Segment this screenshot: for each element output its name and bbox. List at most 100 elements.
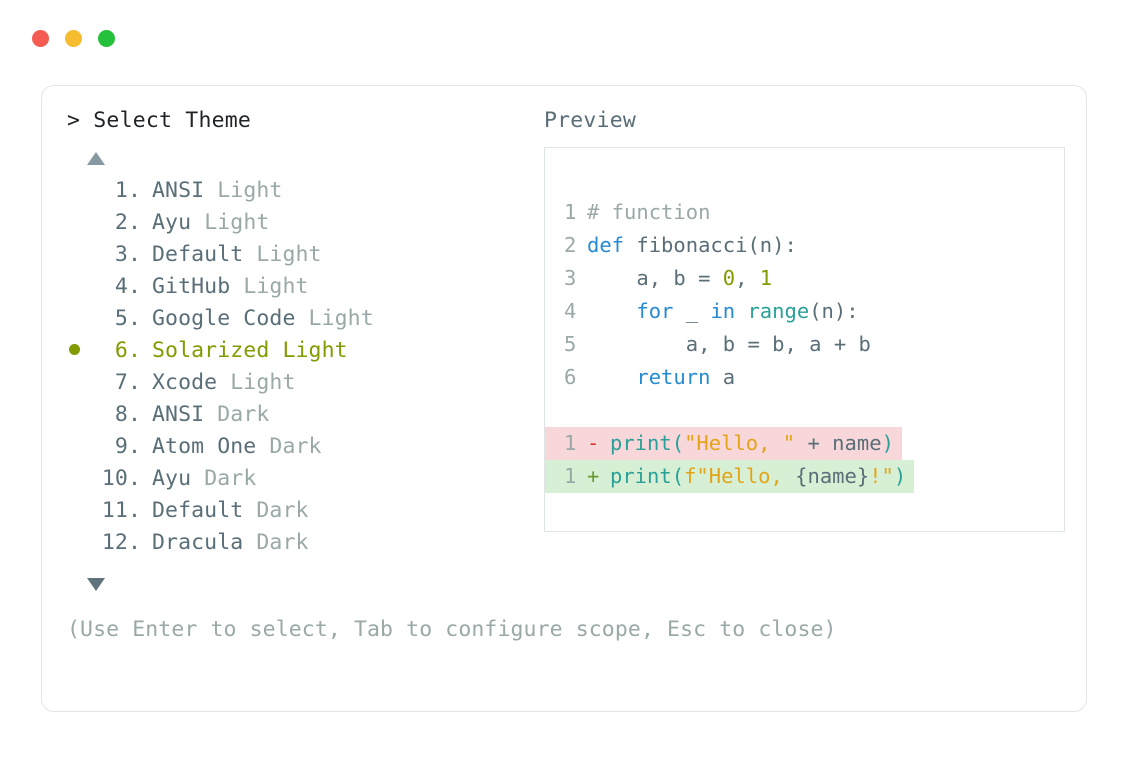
code-text: for _ in range(n): — [576, 295, 859, 328]
theme-item-number: 4. — [114, 273, 141, 299]
selected-bullet-icon — [69, 343, 80, 355]
close-button-icon[interactable] — [32, 30, 49, 47]
theme-item-variant: Dark — [269, 433, 322, 459]
theme-item-number: 7. — [114, 369, 141, 395]
code-line: 3 a, b = 0, 1 — [545, 262, 1064, 295]
theme-item-name: Default Dark — [152, 497, 309, 523]
code-token: + name — [795, 430, 882, 455]
theme-list-item[interactable]: 3. Default Light — [66, 242, 544, 274]
theme-item-name: Ayu Light — [152, 209, 270, 235]
code-token — [587, 365, 636, 389]
line-number: 1 — [564, 199, 577, 224]
code-token: 0 — [722, 265, 736, 290]
theme-item-variant: Light — [217, 177, 283, 203]
theme-item-name: Google Code Light — [152, 305, 374, 331]
code-line: 6 return a — [545, 361, 1064, 394]
theme-item-name: Default Light — [152, 241, 322, 267]
theme-list-item[interactable]: 12. Dracula Dark — [66, 530, 544, 562]
diff-sign: - — [587, 430, 600, 455]
code-token: return — [636, 364, 711, 389]
theme-item-name: Atom One Dark — [152, 433, 322, 459]
line-number: 5 — [564, 331, 577, 356]
diff-text: print("Hello, " + name) — [599, 427, 902, 460]
theme-item-name: ANSI Light — [152, 177, 283, 203]
theme-item-name: Xcode Light — [152, 369, 296, 395]
theme-item-name: GitHub Light — [152, 273, 309, 299]
line-number: 3 — [564, 265, 577, 290]
theme-item-name: ANSI Dark — [152, 401, 270, 427]
theme-item-variant: Dark — [217, 401, 270, 427]
theme-item-variant: Light — [256, 241, 322, 267]
code-token: for — [636, 298, 674, 323]
theme-list-item[interactable]: 11. Default Dark — [66, 498, 544, 530]
scroll-down-icon[interactable] — [87, 577, 105, 591]
theme-item-number: 11. — [101, 497, 141, 523]
theme-item-name: Dracula Dark — [152, 529, 309, 555]
theme-item-number: 1. — [114, 177, 141, 203]
theme-item-name: Solarized Light — [152, 337, 348, 363]
code-token: (n): — [809, 298, 859, 323]
code-text: # function — [576, 196, 710, 229]
code-token: , — [735, 265, 760, 290]
diff-line-added: 1 +print(f"Hello, {name}!") — [545, 459, 915, 493]
code-line: 1 # function — [545, 196, 1064, 229]
code-token — [735, 299, 747, 323]
code-line: 5 a, b = b, a + b — [545, 328, 1064, 361]
code-token: range — [747, 298, 810, 323]
theme-list-item[interactable]: 10.Ayu Dark — [66, 466, 544, 498]
code-token: # function — [587, 199, 711, 224]
window-controls — [32, 30, 115, 47]
theme-list-item[interactable]: 5.Google Code Light — [66, 306, 544, 338]
minimize-button-icon[interactable] — [65, 30, 82, 47]
line-number: 1 — [564, 463, 577, 488]
code-token: def — [587, 232, 625, 257]
code-token — [587, 299, 636, 323]
theme-list-item[interactable]: 6. Solarized Light — [66, 338, 544, 370]
scroll-up-icon[interactable] — [87, 151, 105, 165]
code-token: ) — [893, 463, 907, 488]
code-text: a, b = 0, 1 — [576, 262, 772, 295]
code-token: f"Hello, — [684, 463, 796, 488]
code-token: ( — [671, 463, 685, 488]
code-token: _ — [673, 298, 711, 323]
code-token: ) — [881, 430, 894, 455]
theme-item-number: 12. — [101, 529, 141, 555]
code-token: print — [610, 463, 672, 488]
theme-item-number: 8. — [114, 401, 141, 427]
code-token: in — [710, 298, 736, 323]
theme-item-variant: Dark — [256, 497, 309, 523]
theme-item-number: 10. — [101, 465, 141, 491]
theme-list-item[interactable]: 8. ANSI Dark — [66, 402, 544, 434]
theme-list-item[interactable]: 4. GitHub Light — [66, 274, 544, 306]
code-token: a, b = — [587, 265, 723, 290]
diff-line-removed: 1-print("Hello, " + name) — [545, 426, 902, 460]
line-number: 6 — [564, 364, 577, 389]
diff-sample: 1-print("Hello, " + name)1+print(f"Hello… — [545, 426, 1064, 493]
line-number: 4 — [564, 298, 577, 323]
code-token: print — [610, 430, 672, 455]
code-token: a — [710, 364, 736, 389]
theme-item-variant: Light — [243, 273, 309, 299]
theme-item-number: 6. — [114, 337, 141, 363]
code-token: "Hello, " — [684, 430, 796, 455]
theme-list-item[interactable]: 1. ANSI Light — [66, 178, 544, 210]
theme-item-number: 3. — [114, 241, 141, 267]
theme-item-variant: Light — [230, 369, 296, 395]
code-text: def fibonacci(n): — [576, 229, 797, 262]
theme-list-item[interactable]: 2.Ayu Light — [66, 210, 544, 242]
theme-list-item[interactable]: 9.Atom One Dark — [66, 434, 544, 466]
theme-list-item[interactable]: 7. Xcode Light — [66, 370, 544, 402]
diff-text: print(f"Hello, {name}!") — [599, 460, 914, 493]
maximize-button-icon[interactable] — [98, 30, 115, 47]
code-text: a, b = b, a + b — [576, 328, 871, 361]
theme-item-variant: Dark — [256, 529, 309, 555]
theme-item-variant: Light — [308, 305, 374, 331]
code-token: !" — [869, 463, 894, 488]
diff-sign: + — [587, 463, 600, 488]
